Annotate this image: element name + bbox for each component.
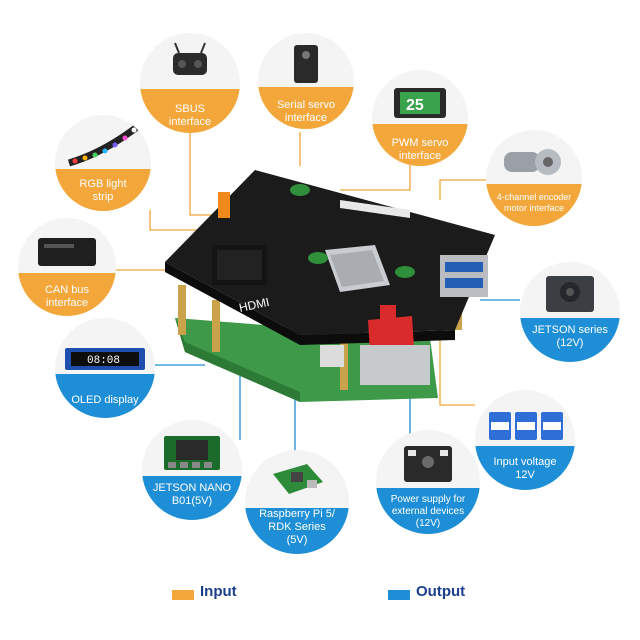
power-label-line1: Power supply for [390,494,466,505]
jetson-series-node: JETSON series(12V) [520,262,620,362]
hdmi-silkscreen: HDMI [238,295,271,315]
voltage-connector-line [439,320,475,406]
encoder-motor-icon [504,149,561,175]
rgb-connector-line [149,210,212,231]
rpi-label-line1: Raspberry Pi 5/ [259,508,335,520]
encoder-label-line2: motor interface [503,203,565,213]
legend-output-swatch [388,590,410,600]
pwm-label-line1: PWM servo [391,137,449,149]
legend-input-label: Input [200,583,237,600]
rpi-label-line3: (5V) [286,534,308,546]
jetson-label-line1: JETSON series [532,324,608,336]
pwm-connector-line [340,165,411,191]
voltage-label-line1: Input voltage [493,456,557,468]
sbus-label-line2: interface [168,116,212,128]
pwm-servo-icon: 25 [394,88,446,118]
encoder-label-line1: 4-channel encoder [496,192,572,202]
oled-readout-text: 08:08 [87,355,120,367]
serial-label-line1: Serial servo [276,99,336,111]
jetson-label-line2: (12V) [556,337,584,349]
nano-label-line1: JETSON NANO [152,482,232,494]
oled-label: OLED display [71,394,139,406]
legend-input-swatch [172,590,194,600]
serial-label-line2: interface [284,112,328,124]
can-label-line1: CAN bus [44,284,90,296]
pwm-label-line2: interface [398,150,442,162]
rgb-label-line2: strip [92,191,114,203]
sbus-connector-line [189,132,212,216]
serial-servo-icon [294,45,318,83]
encoder-connector-line [439,179,490,200]
legend-output-label: Output [416,583,466,600]
nano-label-line2: B01(5V) [171,495,213,507]
oled-display-node: 08:08 OLED display [55,318,155,418]
power-label-line2: external devices [391,506,465,517]
pwm-servo-face-text: 25 [406,97,424,114]
raspberry-pi-node: Raspberry Pi 5/RDK Series(5V) [245,450,349,554]
rpi-label-line2: RDK Series [268,521,326,533]
oled-display-icon: 08:08 [65,348,145,370]
remote-controller-icon [173,42,207,75]
jetson-module-icon [546,276,594,312]
power-board-icon [404,446,452,482]
can-analyzer-icon [38,238,96,266]
power-label-line3: (12V) [415,518,441,529]
can-label-line2: interface [45,297,89,309]
rgb-label-line1: RGB light [79,178,127,190]
raspberry-pi-icon [273,464,323,494]
jetson-nano-icon [164,436,220,470]
battery-icon [489,412,563,440]
voltage-label-line2: 12V [515,469,535,481]
sbus-label-line1: SBUS [175,103,205,115]
led-strip-icon [67,124,140,167]
